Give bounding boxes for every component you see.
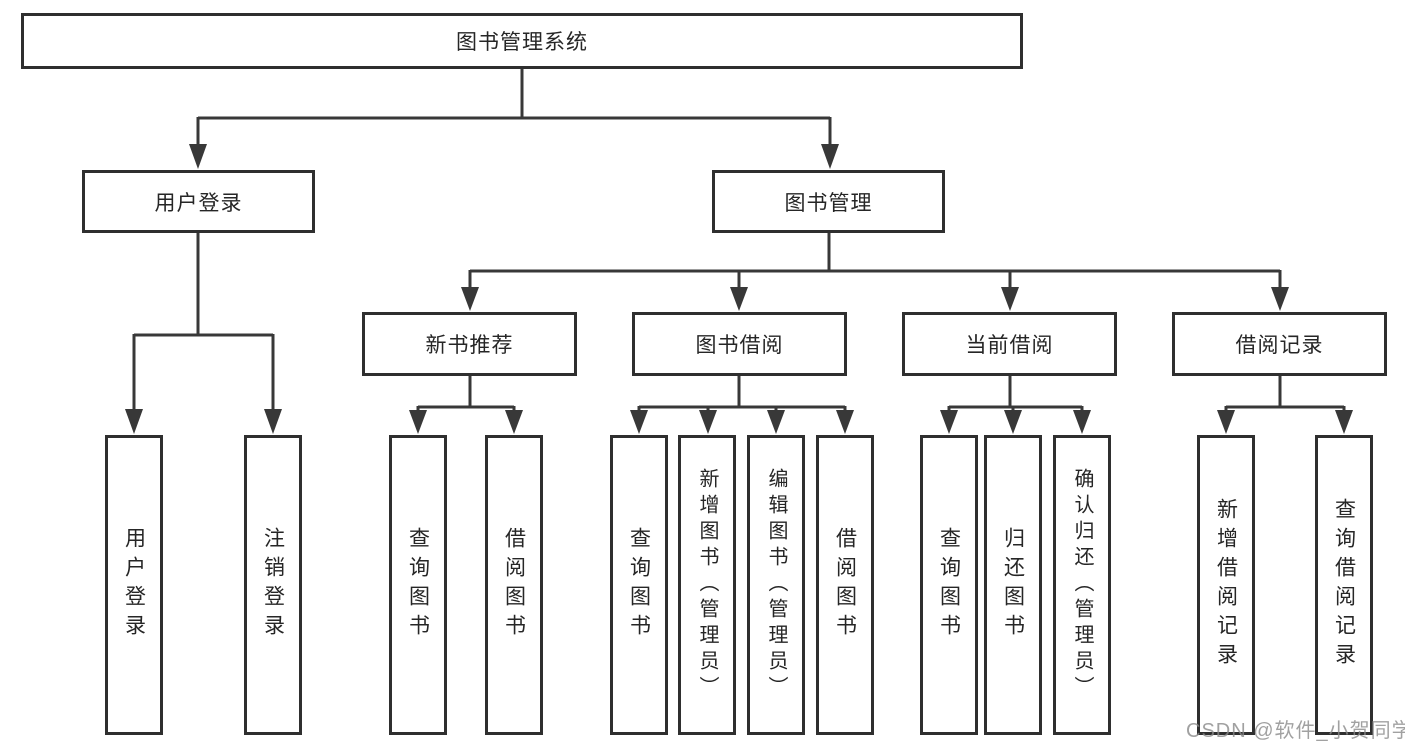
- node-library-management-system: 图书管理系统: [21, 13, 1023, 69]
- node-label: 新书推荐: [425, 334, 514, 357]
- leaf-label: 用户登录: [122, 527, 146, 643]
- node-label: 借阅记录: [1235, 334, 1324, 357]
- node-label: 用户登录: [154, 191, 243, 215]
- leaf-label: 查询借阅记录: [1332, 498, 1356, 672]
- node-label: 图书管理系统: [456, 31, 588, 54]
- leaf-edit-books-admin: 编辑图书（管理员）: [747, 435, 805, 735]
- leaf-label: 借阅图书: [502, 527, 526, 643]
- node-label: 图书借阅: [695, 334, 784, 357]
- leaf-label: 新增图书（管理员）: [696, 468, 718, 702]
- leaf-label: 新增借阅记录: [1214, 498, 1238, 672]
- leaf-query-books-current: 查询图书: [920, 435, 978, 735]
- connector-newbookrec-to-leaves: [416, 376, 516, 411]
- node-label: 图书管理: [784, 191, 873, 215]
- leaf-query-books-recommend: 查询图书: [389, 435, 447, 735]
- node-borrowing-records: 借阅记录: [1172, 312, 1387, 376]
- leaf-borrow-books-recommend: 借阅图书: [485, 435, 543, 735]
- leaf-label: 查询图书: [627, 527, 651, 643]
- connector-bookmgmt-to-level3: [468, 233, 1282, 288]
- leaf-label: 注销登录: [261, 527, 285, 643]
- leaf-label: 查询图书: [937, 527, 961, 643]
- connector-currentborrow-to-leaves: [947, 376, 1084, 411]
- node-label: 当前借阅: [965, 334, 1054, 357]
- node-book-management: 图书管理: [712, 170, 945, 233]
- leaf-user-login: 用户登录: [105, 435, 163, 735]
- leaf-label: 编辑图书（管理员）: [765, 468, 787, 702]
- connector-bookborrow-to-leaves: [637, 376, 847, 411]
- leaf-label: 查询图书: [406, 527, 430, 643]
- leaf-confirm-return-admin: 确认归还（管理员）: [1053, 435, 1111, 735]
- leaf-label: 借阅图书: [833, 527, 857, 643]
- leaf-return-books: 归还图书: [984, 435, 1042, 735]
- leaf-logout: 注销登录: [244, 435, 302, 735]
- leaf-add-books-admin: 新增图书（管理员）: [678, 435, 736, 735]
- connector-root-to-level2: [196, 69, 832, 146]
- connector-userlogin-to-leaves: [132, 233, 275, 410]
- leaf-borrow-books-borrowing: 借阅图书: [816, 435, 874, 735]
- node-current-borrowing: 当前借阅: [902, 312, 1117, 376]
- node-new-book-recommendation: 新书推荐: [362, 312, 577, 376]
- connector-borrowrecord-to-leaves: [1224, 376, 1346, 411]
- leaf-query-borrow-record: 查询借阅记录: [1315, 435, 1373, 735]
- node-user-login: 用户登录: [82, 170, 315, 233]
- leaf-label: 确认归还（管理员）: [1071, 468, 1093, 702]
- leaf-label: 归还图书: [1001, 527, 1025, 643]
- csdn-watermark: CSDN @软件_小贺同学: [1186, 720, 1405, 742]
- leaf-query-books-borrowing: 查询图书: [610, 435, 668, 735]
- leaf-add-borrow-record: 新增借阅记录: [1197, 435, 1255, 735]
- node-book-borrowing: 图书借阅: [632, 312, 847, 376]
